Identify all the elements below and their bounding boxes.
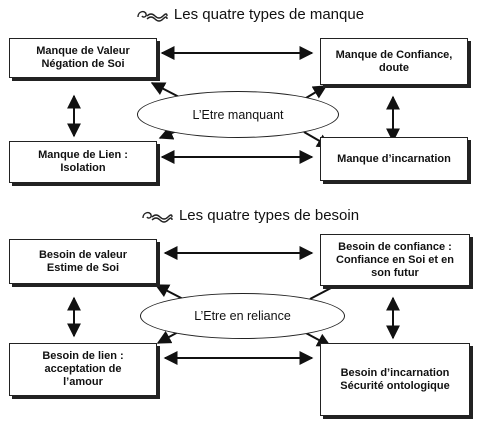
box-line: Estime de Soi: [46, 261, 120, 274]
box-line: son futur: [371, 266, 419, 279]
section1-title-text: Les quatre types de manque: [173, 6, 365, 23]
box-line: Manque de Lien :: [38, 149, 128, 161]
box-line: Manque de Confiance,: [335, 48, 453, 61]
box-line: Besoin de valeur: [38, 248, 128, 261]
box-line: Manque de Valeur: [36, 45, 130, 57]
swirl-icon: [142, 211, 173, 223]
center-ellipse-s1: L’Etre manquant: [137, 91, 339, 138]
center-label: L’Etre manquant: [192, 107, 284, 122]
box-s1-bottom-left: Manque de Lien : Isolation: [9, 141, 157, 183]
box-line: l’amour: [63, 376, 103, 388]
box-line: Négation de Soi: [41, 58, 125, 70]
center-ellipse-s2: L’Etre en reliance: [140, 293, 345, 339]
box-s1-top-right: Manque de Confiance, doute: [320, 38, 468, 85]
section1-title: Les quatre types de manque: [0, 6, 500, 24]
arrow-s1-diag-tr: [305, 85, 328, 99]
box-line: Sécurité ontologique: [340, 379, 450, 392]
box-s2-bottom-right: Besoin d’incarnation Sécurité ontologiqu…: [320, 343, 470, 416]
box-line: Manque d’incarnation: [337, 152, 451, 165]
box-s2-top-left: Besoin de valeur Estime de Soi: [9, 239, 157, 284]
box-line: acceptation de: [44, 363, 122, 375]
box-line: Confiance en Soi et en: [336, 253, 454, 266]
box-line: Besoin d’incarnation: [340, 366, 450, 379]
swirl-icon: [137, 10, 168, 22]
box-line: Besoin de confiance :: [338, 240, 452, 253]
section2-title: Les quatre types de besoin: [0, 207, 500, 225]
section2-title-text: Les quatre types de besoin: [178, 207, 360, 224]
box-s1-bottom-right: Manque d’incarnation: [320, 137, 468, 181]
box-s1-top-left: Manque de Valeur Négation de Soi: [9, 38, 157, 78]
box-line: Besoin de lien :: [42, 350, 124, 362]
box-s2-bottom-left: Besoin de lien : acceptation de l’amour: [9, 343, 157, 396]
box-s2-top-right: Besoin de confiance : Confiance en Soi e…: [320, 234, 470, 286]
box-line: doute: [379, 61, 409, 74]
box-line: Isolation: [60, 162, 106, 174]
center-label: L’Etre en reliance: [194, 309, 291, 323]
